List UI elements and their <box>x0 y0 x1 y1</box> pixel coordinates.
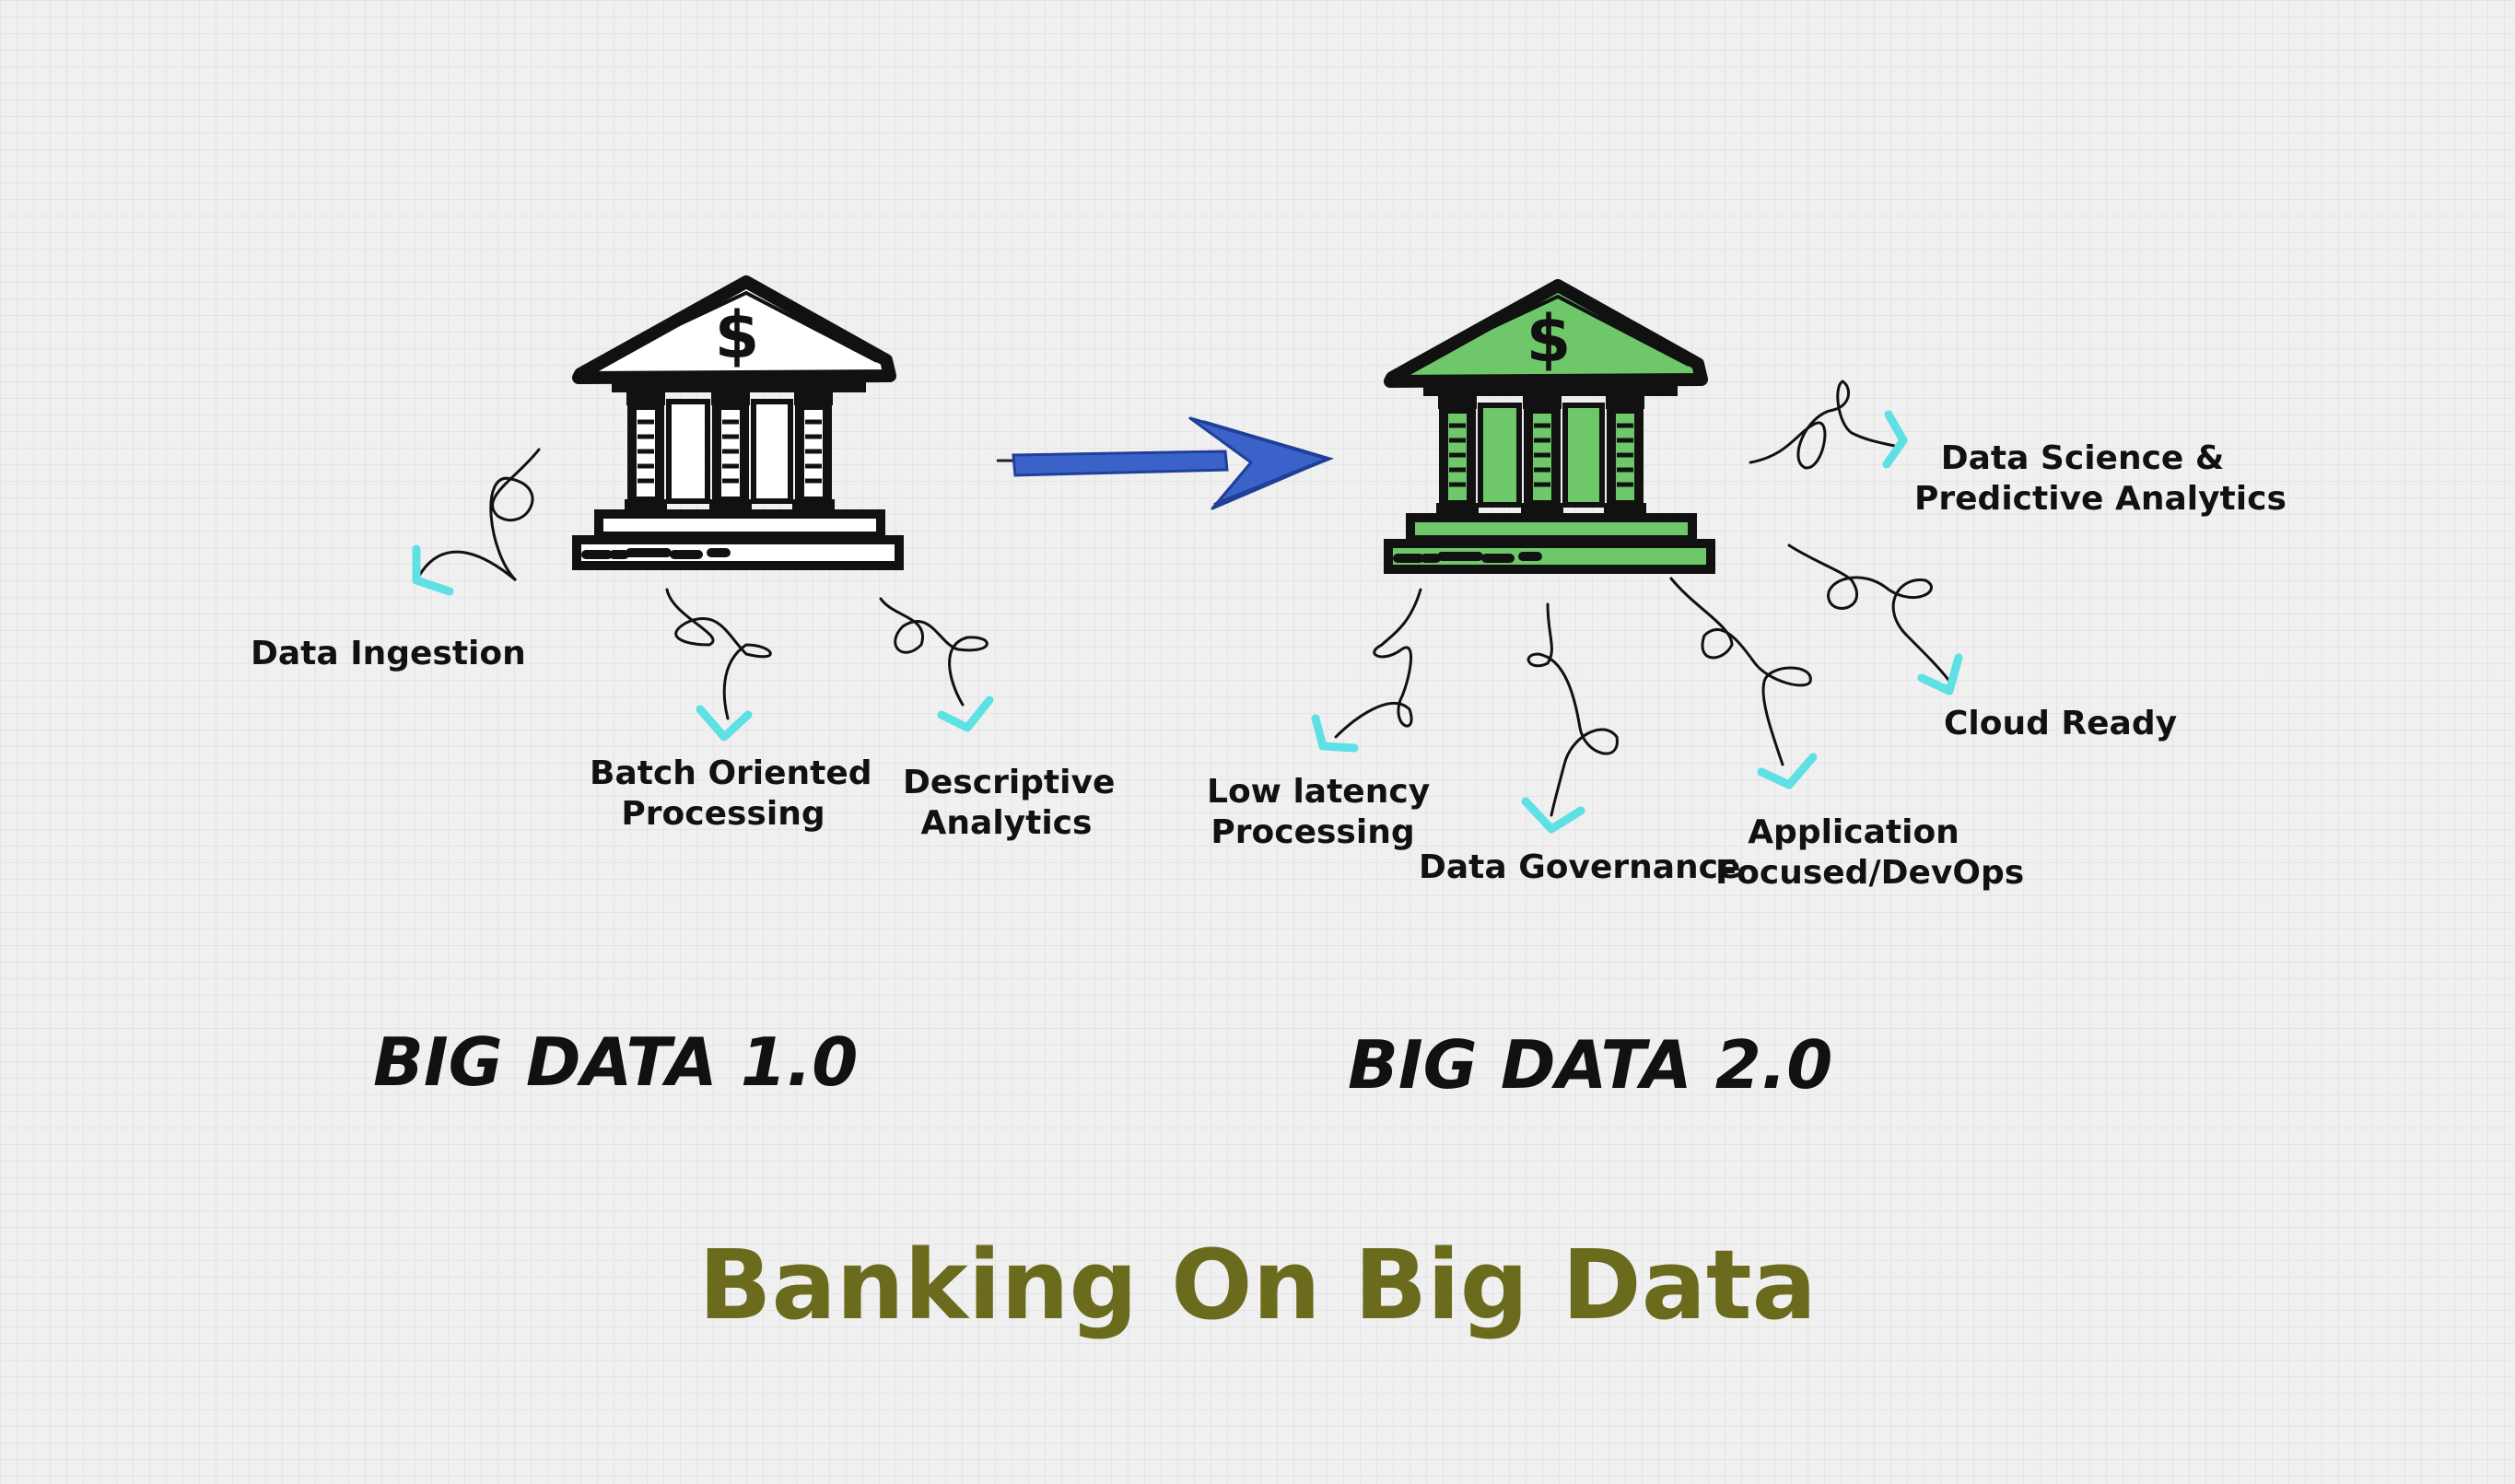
arrowhead-low-latency-icon <box>1311 714 1359 753</box>
feature-cloud-ready: Cloud Ready <box>1944 705 2178 742</box>
connector-low-latency <box>1334 588 1422 739</box>
feature-data-ingestion: Data Ingestion <box>251 635 526 672</box>
connector-batch-oriented <box>665 588 772 720</box>
feature-batch-oriented: Batch Oriented Processing <box>590 754 872 833</box>
connector-cloud-ready <box>1787 543 1955 688</box>
page-title: Banking On Big Data <box>698 1229 1817 1341</box>
connector-data-ingestion <box>417 448 541 582</box>
svg-text:$: $ <box>715 298 760 373</box>
arrowhead-application-icon <box>1757 753 1818 789</box>
heading-big-data-1: BIG DATA 1.0 <box>373 1023 859 1101</box>
arrowhead-batch-oriented-icon <box>696 705 753 742</box>
transition-arrow-icon <box>997 416 1335 510</box>
heading-big-data-2: BIG DATA 2.0 <box>1348 1026 1833 1104</box>
feature-low-latency: Low latency Processing <box>1207 773 1431 851</box>
arrowhead-descriptive-icon <box>937 695 994 732</box>
feature-data-science: Data Science & Predictive Analytics <box>1914 439 2287 518</box>
connector-data-science <box>1749 380 1900 470</box>
feature-descriptive-analytics: Descriptive Analytics <box>903 764 1116 842</box>
connector-data-governance <box>1527 602 1619 817</box>
connector-application <box>1669 577 1812 766</box>
arrowhead-data-governance-icon <box>1521 797 1585 834</box>
arrowhead-data-science-icon <box>1882 410 1908 469</box>
bank-new-icon: $ <box>1384 279 1715 574</box>
feature-application-devops: Application Focused/DevOps <box>1715 813 2025 892</box>
connector-descriptive <box>879 597 988 707</box>
bank-old-icon: $ <box>572 275 904 570</box>
arrowhead-data-ingestion-icon <box>412 544 454 596</box>
feature-data-governance: Data Governance <box>1419 848 1741 886</box>
arrowhead-cloud-ready-icon <box>1917 653 1963 695</box>
svg-text:$: $ <box>1527 301 1572 377</box>
